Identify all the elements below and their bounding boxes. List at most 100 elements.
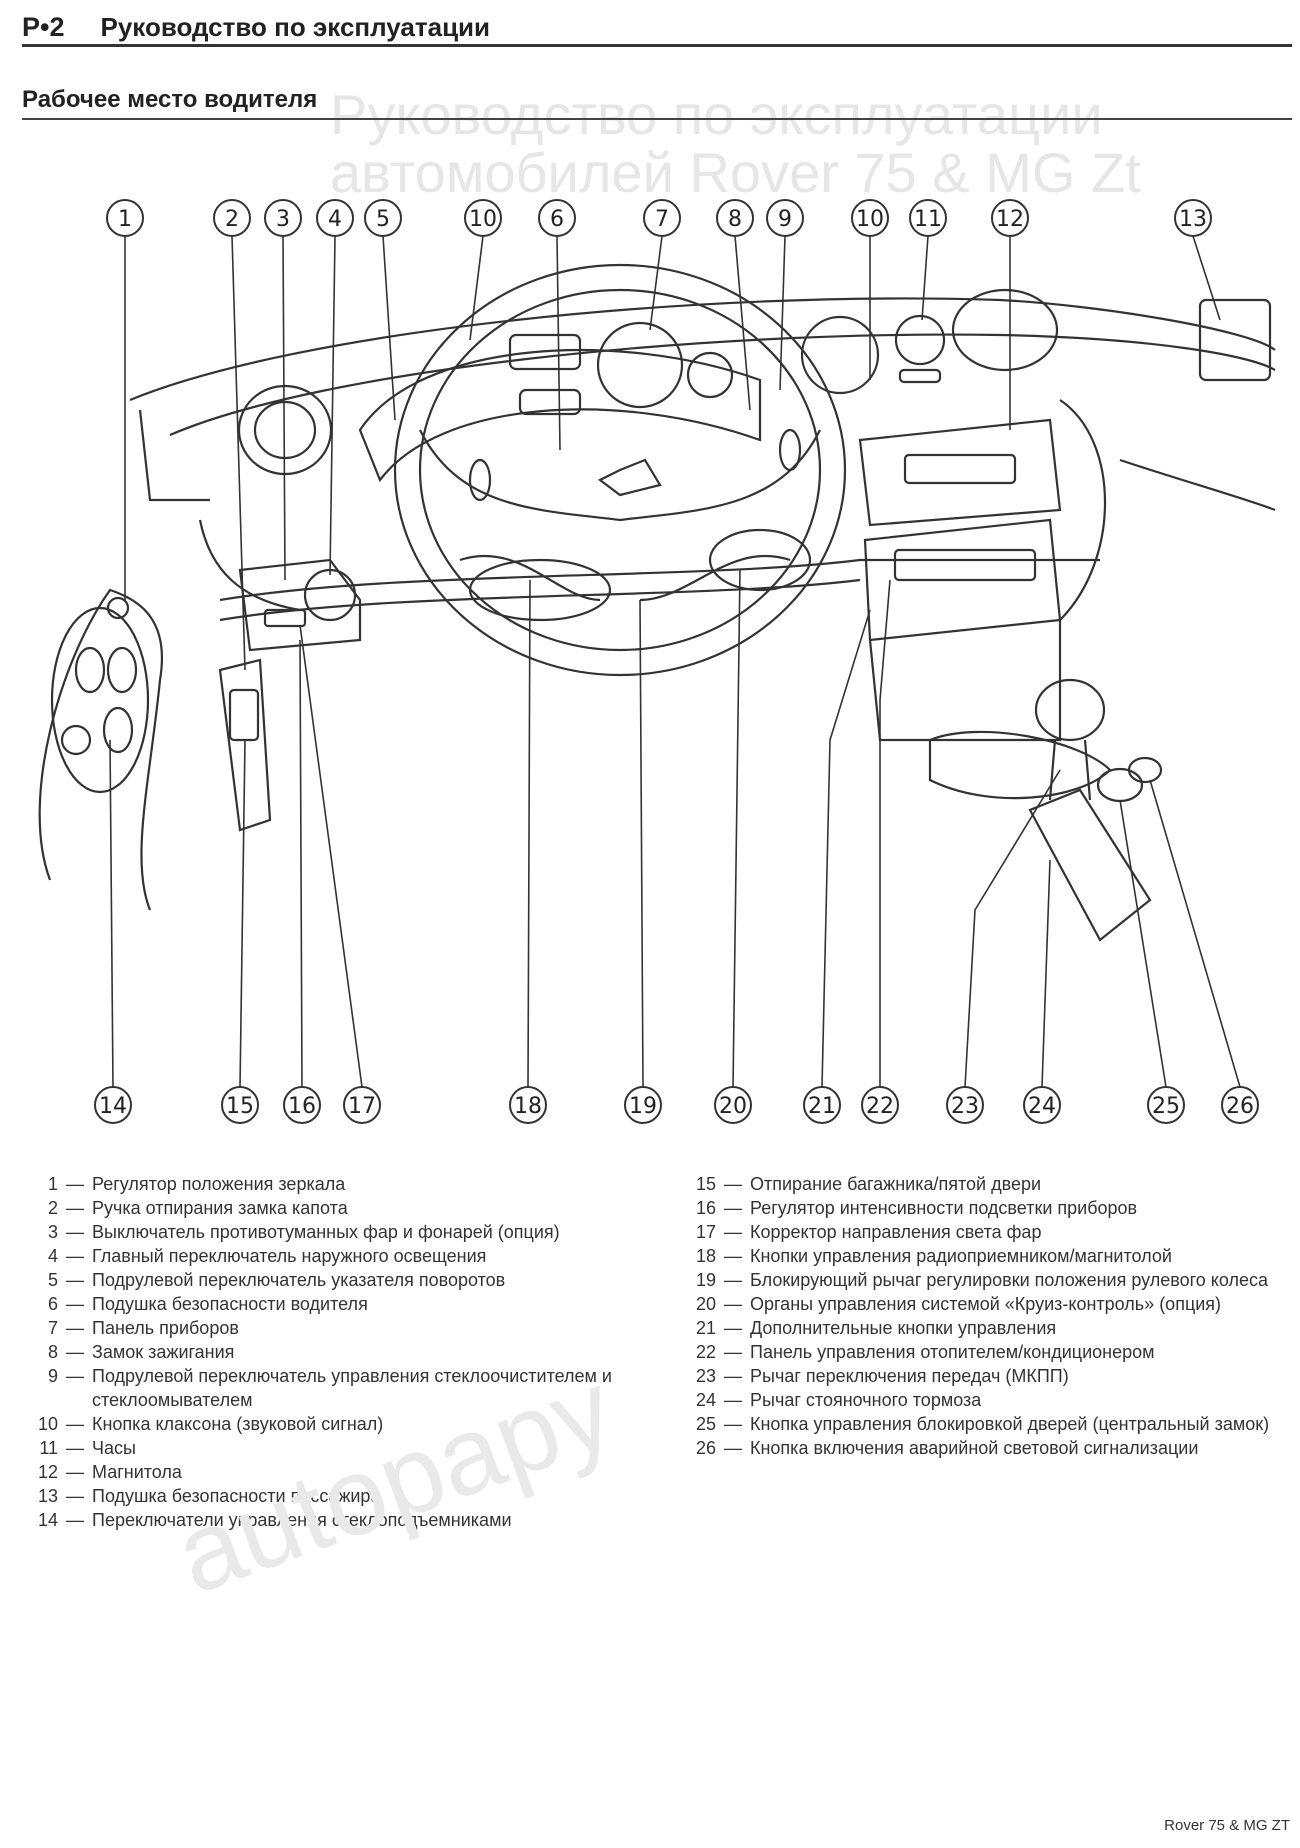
callout-label: 6 [550,207,564,232]
legend-dash: — [66,1222,84,1242]
callout-label: 16 [288,1094,316,1119]
legend-number: 24 [695,1390,716,1410]
clock-button [898,368,942,384]
clock [894,314,946,366]
gear-knob [1034,678,1106,742]
callout-label: 1 [118,207,132,232]
steering-spoke-lower [459,554,791,602]
leader-line [1149,779,1241,1088]
legend-item: 18—Кнопки управления радиоприемником/маг… [680,1244,1295,1268]
window-switch-3 [102,706,134,754]
callout-label: 9 [778,207,792,232]
dash-left-edge [138,409,210,502]
leader-line [231,235,246,671]
mirror-adjuster [60,724,92,756]
legend-dash: — [66,1438,84,1458]
leader-line [1041,859,1051,1088]
callout-label: 13 [1179,207,1207,232]
cruise-buttons-right [708,528,812,592]
legend-number: 19 [695,1270,716,1290]
center-vent-left [800,315,880,395]
legend-number: 25 [695,1414,716,1434]
legend-number: 20 [695,1294,716,1314]
climate-display [893,548,1037,582]
legend-text: Панель управления отопителем/кондиционер… [750,1342,1155,1362]
callout-label: 2 [225,207,239,232]
callout-label: 17 [348,1094,376,1119]
center-console [868,620,1062,742]
callout-label: 4 [328,207,342,232]
callout-label: 3 [276,207,290,232]
dash-top-line [129,297,1276,402]
legend-text: Дополнительные кнопки управления [750,1318,1057,1338]
callout-label: 23 [951,1094,979,1119]
legend-dash: — [724,1342,742,1362]
footer-book-title: Rover 75 & MG ZT [1164,1817,1290,1834]
legend-dash: — [724,1390,742,1410]
legend-number: 14 [37,1510,58,1530]
steering-wheel-inner [418,288,822,652]
legend-dash: — [724,1294,742,1314]
legend-dash: — [66,1414,84,1434]
leader-line [639,599,644,1088]
legend-text: Кнопка клаксона (звуковой сигнал) [92,1414,384,1434]
leader-line [299,639,303,1088]
window-switch-1 [74,646,106,694]
legend-text: Регулятор положения зеркала [92,1174,346,1194]
radio-unit [858,418,1062,527]
hazard-button [1127,756,1163,784]
legend-dash: — [66,1270,84,1290]
legend-dash: — [66,1366,84,1386]
legend-item: 14—Переключатели управления стеклоподъем… [22,1508,672,1532]
gear-stick [1048,739,1092,801]
cluster-display [508,333,582,371]
callout-label: 25 [1152,1094,1180,1119]
steering-logo [597,458,662,497]
legend-dash: — [724,1174,742,1194]
callout-label: 10 [856,207,884,232]
legend-dash: — [724,1366,742,1386]
horn-button-right [778,428,802,472]
leader-line [821,609,871,1088]
callout-label: 19 [629,1094,657,1119]
gear-boot [928,730,1112,800]
door-panel [38,588,163,911]
legend-dash: — [66,1462,84,1482]
legend-number: 6 [47,1294,58,1314]
legend-text: Кнопки управления радиоприемником/магнит… [750,1246,1172,1266]
radio-display [903,453,1017,485]
legend-dash: — [66,1294,84,1314]
steering-wheel [393,263,847,677]
leader-line [299,624,363,1088]
legend-item: 17—Корректор направления света фар [680,1220,1295,1244]
legend-item: 25—Кнопка управления блокировкой дверей … [680,1412,1295,1436]
legend-item: 23—Рычаг переключения передач (МКПП) [680,1364,1295,1388]
radio-buttons-left [468,558,612,622]
leader-line [649,235,663,331]
legend-number: 3 [47,1222,58,1242]
headlight-adjuster [263,608,307,628]
leader-line [382,235,396,421]
leader-line [556,235,561,451]
legend-text: Выключатель противотуманных фар и фонаре… [92,1222,560,1242]
callout-label: 24 [1028,1094,1056,1119]
leader-line [879,579,891,1087]
legend-text: Органы управления системой «Круиз-контро… [750,1294,1222,1314]
cluster-indicator [518,388,582,416]
background-text: Руководство по эксплуатации автомобилей … [330,86,1141,202]
legend-item: 3 — Выключатель противотуманных фар и фона… [22,1220,672,1244]
mirror-knob [106,596,130,620]
legend-number: 17 [695,1222,716,1242]
leader-line [1119,799,1167,1088]
leader-line [1192,235,1221,321]
legend-dash: — [724,1438,742,1458]
leader-line [282,235,286,581]
callout-label: 10 [469,207,497,232]
legend-number: 13 [37,1486,58,1506]
legend-text: Блокирующий рычаг регулировки положения … [750,1270,1269,1290]
legend-item: 9—Подрулевой переключатель управления ст… [22,1364,672,1412]
legend-item: 15—Отпирание багажника/пятой двери [680,1172,1295,1196]
legend-text: Подушка безопасности пассажира [92,1486,381,1506]
legend-dash: — [66,1246,84,1266]
